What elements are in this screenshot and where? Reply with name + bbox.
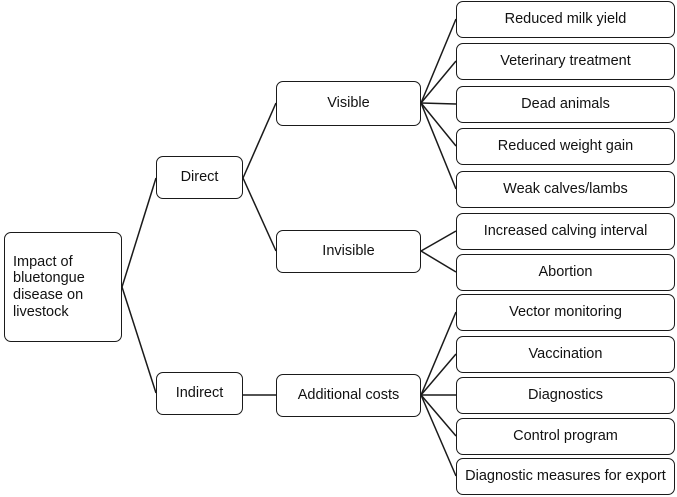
connector-additional-control [420,394,457,437]
root-node: Impact of bluetongue disease on livestoc… [4,232,122,342]
connector-visible-milk [420,18,457,104]
connector-visible-vet [420,60,457,104]
invisible-node: Invisible [276,230,421,273]
leaf-vaccination: Vaccination [456,336,675,373]
direct-node: Direct [156,156,243,199]
connector-root-direct [121,177,157,288]
leaf-increased-calving-interval: Increased calving interval [456,213,675,250]
leaf-diagnostic-measures-for-export: Diagnostic measures for export [456,458,675,495]
additional-costs-node: Additional costs [276,374,421,417]
connector-visible-dead [420,102,457,105]
connector-root-indirect [121,286,157,394]
leaf-reduced-milk-yield: Reduced milk yield [456,1,675,38]
leaf-weak-calves-lambs: Weak calves/lambs [456,171,675,208]
connector-visible-weight [420,102,457,147]
leaf-vector-monitoring: Vector monitoring [456,294,675,331]
visible-node: Visible [276,81,421,126]
leaf-reduced-weight-gain: Reduced weight gain [456,128,675,165]
connector-invisible-abortion [420,250,457,273]
root-label: Impact of bluetongue disease on livestoc… [13,253,85,320]
leaf-diagnostics: Diagnostics [456,377,675,414]
leaf-abortion: Abortion [456,254,675,291]
leaf-dead-animals: Dead animals [456,86,675,123]
connector-visible-weak [420,102,457,190]
connector-additional-export [420,394,457,477]
connector-additional-vacc [420,353,457,396]
leaf-control-program: Control program [456,418,675,455]
connector-direct-invisible [242,177,277,252]
indirect-node: Indirect [156,372,243,415]
leaf-veterinary-treatment: Veterinary treatment [456,43,675,80]
connector-direct-visible [242,102,277,179]
connector-additional-vector [420,311,457,396]
connector-invisible-calving [420,230,457,252]
